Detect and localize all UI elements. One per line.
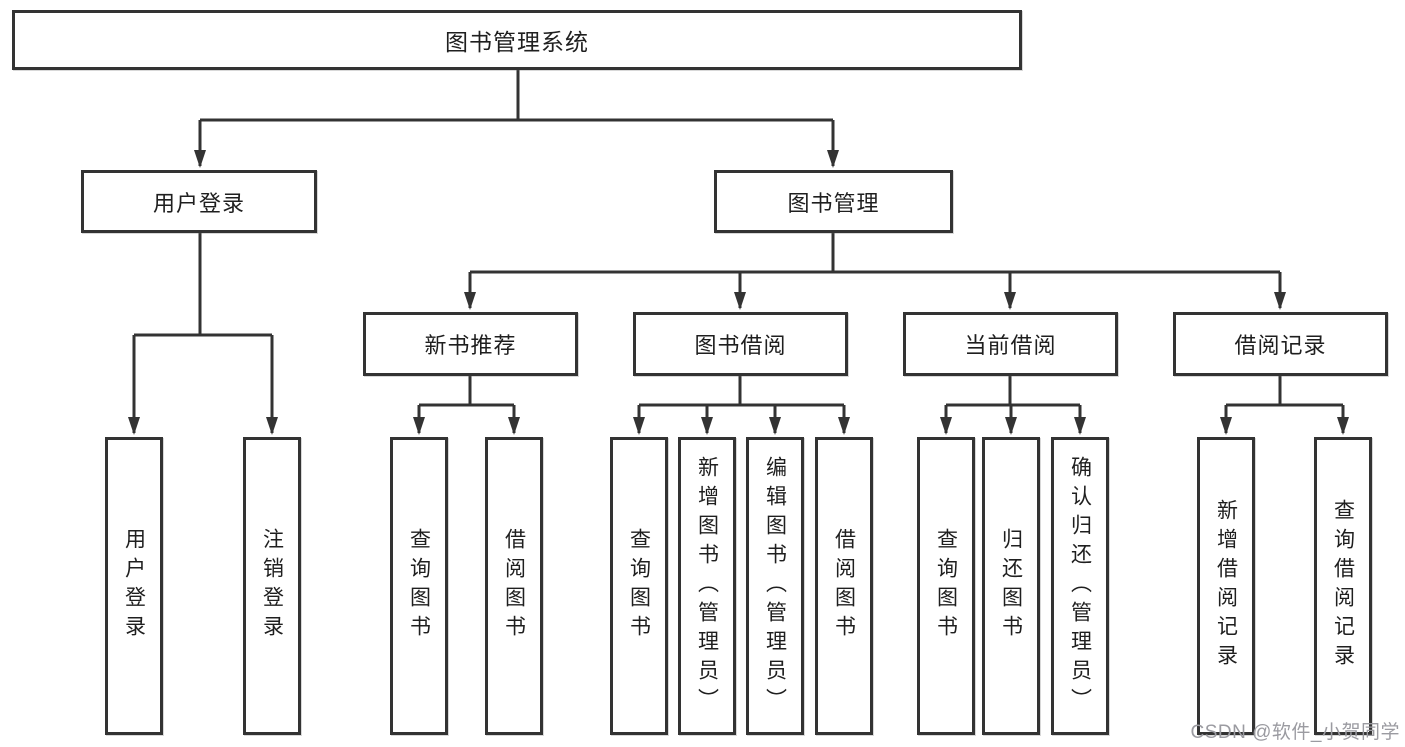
leaf-query-borrow-record: 查询借阅记录 [1314, 437, 1372, 735]
leaf-user-login: 用户登录 [105, 437, 163, 735]
node-label: 当前借阅 [964, 333, 1057, 358]
leaf-borrow-books: 借阅图书 [815, 437, 873, 735]
node-new-book-recommend: 新书推荐 [363, 312, 578, 376]
node-current-borrowing: 当前借阅 [903, 312, 1118, 376]
node-book-management: 图书管理 [714, 170, 953, 233]
node-user-login: 用户登录 [81, 170, 317, 233]
leaf-query-books-current: 查询图书 [917, 437, 975, 735]
leaf-return-books: 归还图书 [982, 437, 1040, 735]
leaf-logout: 注销登录 [243, 437, 301, 735]
watermark: CSDN @软件_小贺同学 [1190, 722, 1400, 743]
node-borrow-records: 借阅记录 [1173, 312, 1388, 376]
leaf-edit-books-admin: 编辑图书（管理员） [746, 437, 804, 735]
node-label: 借阅记录 [1234, 333, 1327, 358]
leaf-borrow-books-recommend: 借阅图书 [485, 437, 543, 735]
node-label: 图书管理 [787, 190, 880, 216]
leaf-query-books-borrow: 查询图书 [610, 437, 668, 735]
node-label: 图书管理系统 [445, 29, 589, 55]
node-label: 新书推荐 [424, 333, 517, 358]
node-label: 用户登录 [152, 190, 245, 216]
node-book-borrowing: 图书借阅 [633, 312, 848, 376]
leaf-confirm-return-admin: 确认归还（管理员） [1051, 437, 1109, 735]
leaf-add-borrow-record: 新增借阅记录 [1197, 437, 1255, 735]
leaf-add-books-admin: 新增图书（管理员） [678, 437, 736, 735]
node-label: 图书借阅 [694, 333, 787, 358]
node-library-system: 图书管理系统 [12, 10, 1022, 70]
leaf-query-books-recommend: 查询图书 [390, 437, 448, 735]
